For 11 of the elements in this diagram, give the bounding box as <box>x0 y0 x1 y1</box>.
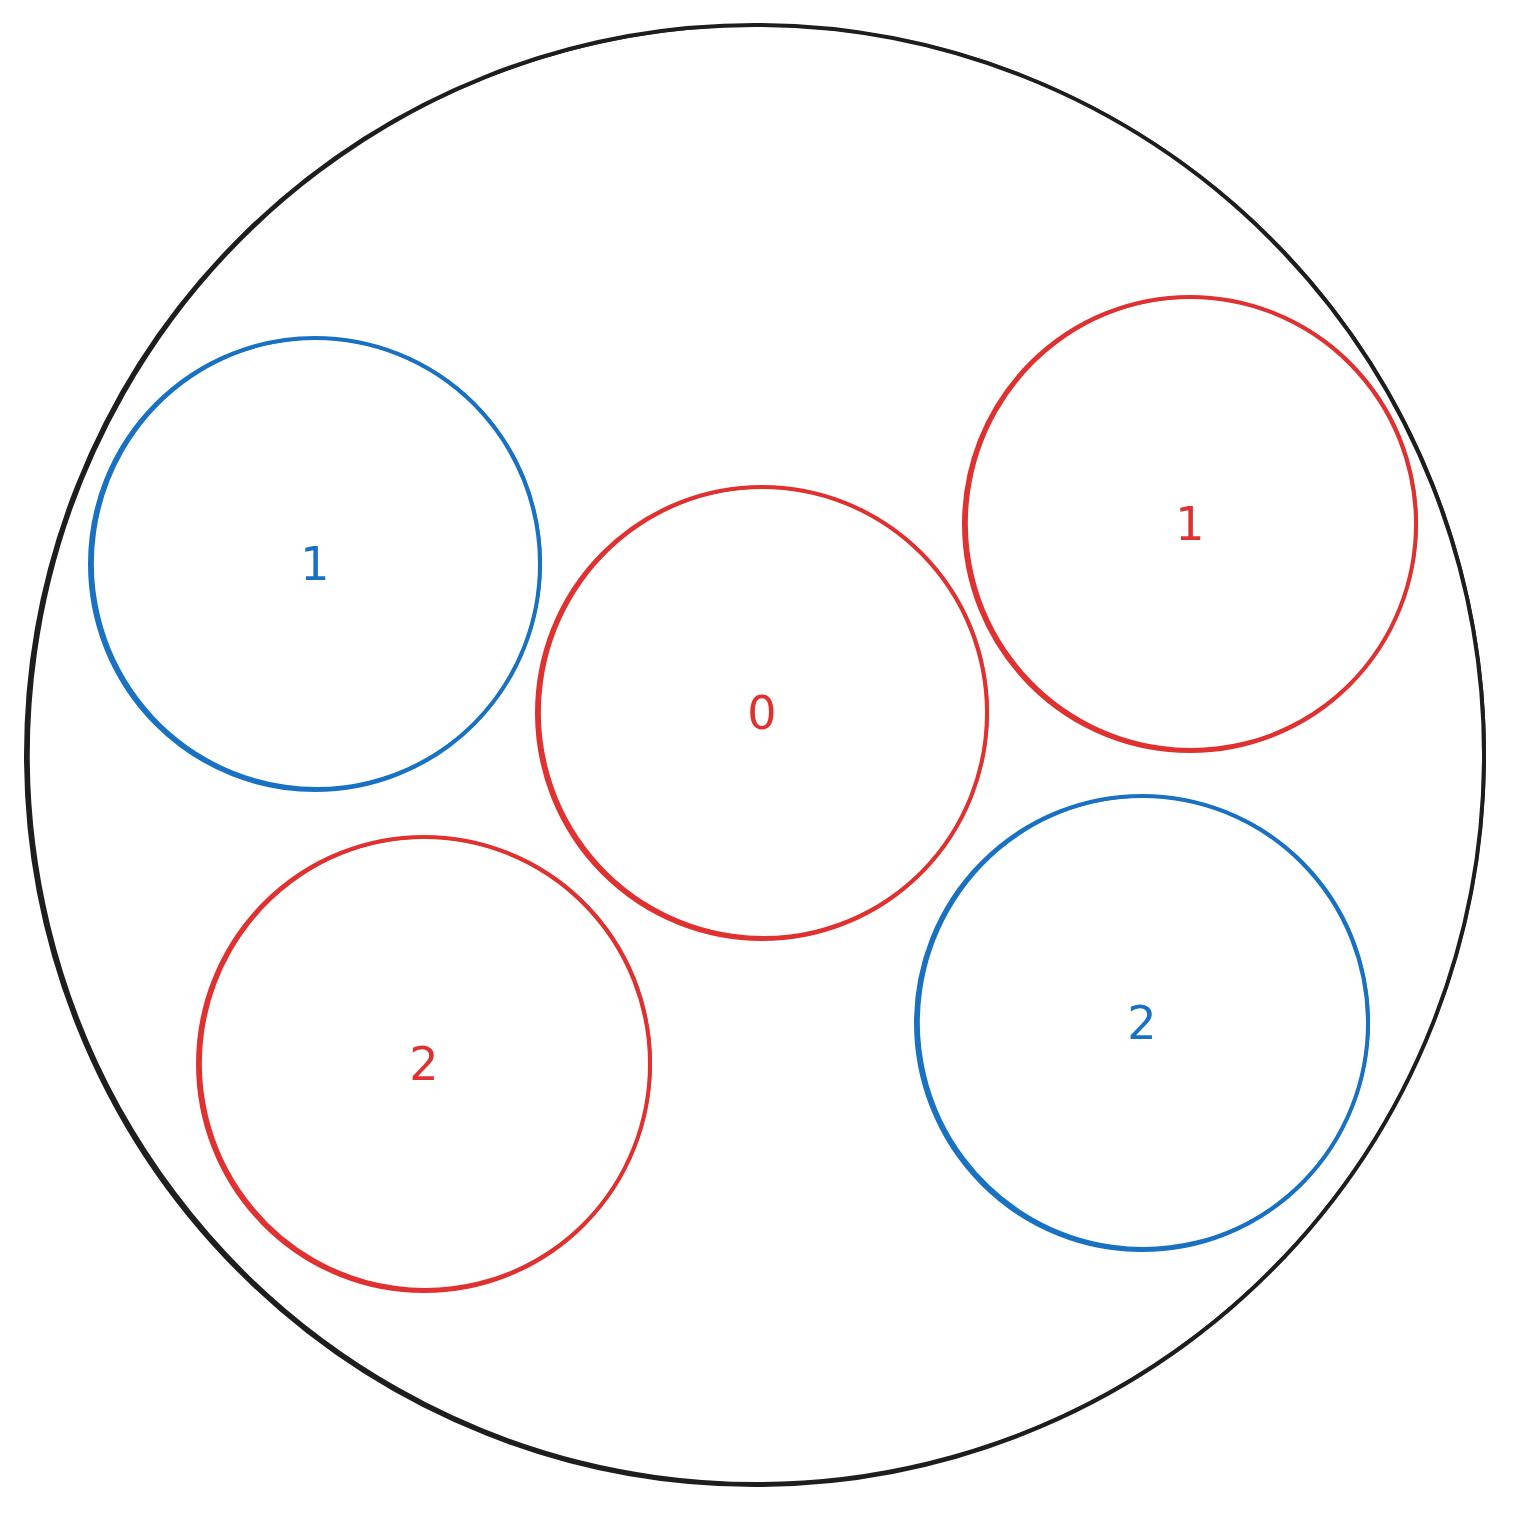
number-label: 1 <box>300 541 330 587</box>
circle-node <box>912 793 1372 1253</box>
circle-node <box>22 22 1488 1488</box>
number-label: 1 <box>1175 501 1205 547</box>
number-label: 0 <box>747 690 777 736</box>
circle-node <box>86 335 544 793</box>
number-label: 2 <box>1127 1000 1157 1046</box>
number-label: 2 <box>409 1041 439 1087</box>
circle-node <box>194 834 654 1294</box>
circle-node <box>960 294 1420 754</box>
circle-node <box>533 484 991 942</box>
